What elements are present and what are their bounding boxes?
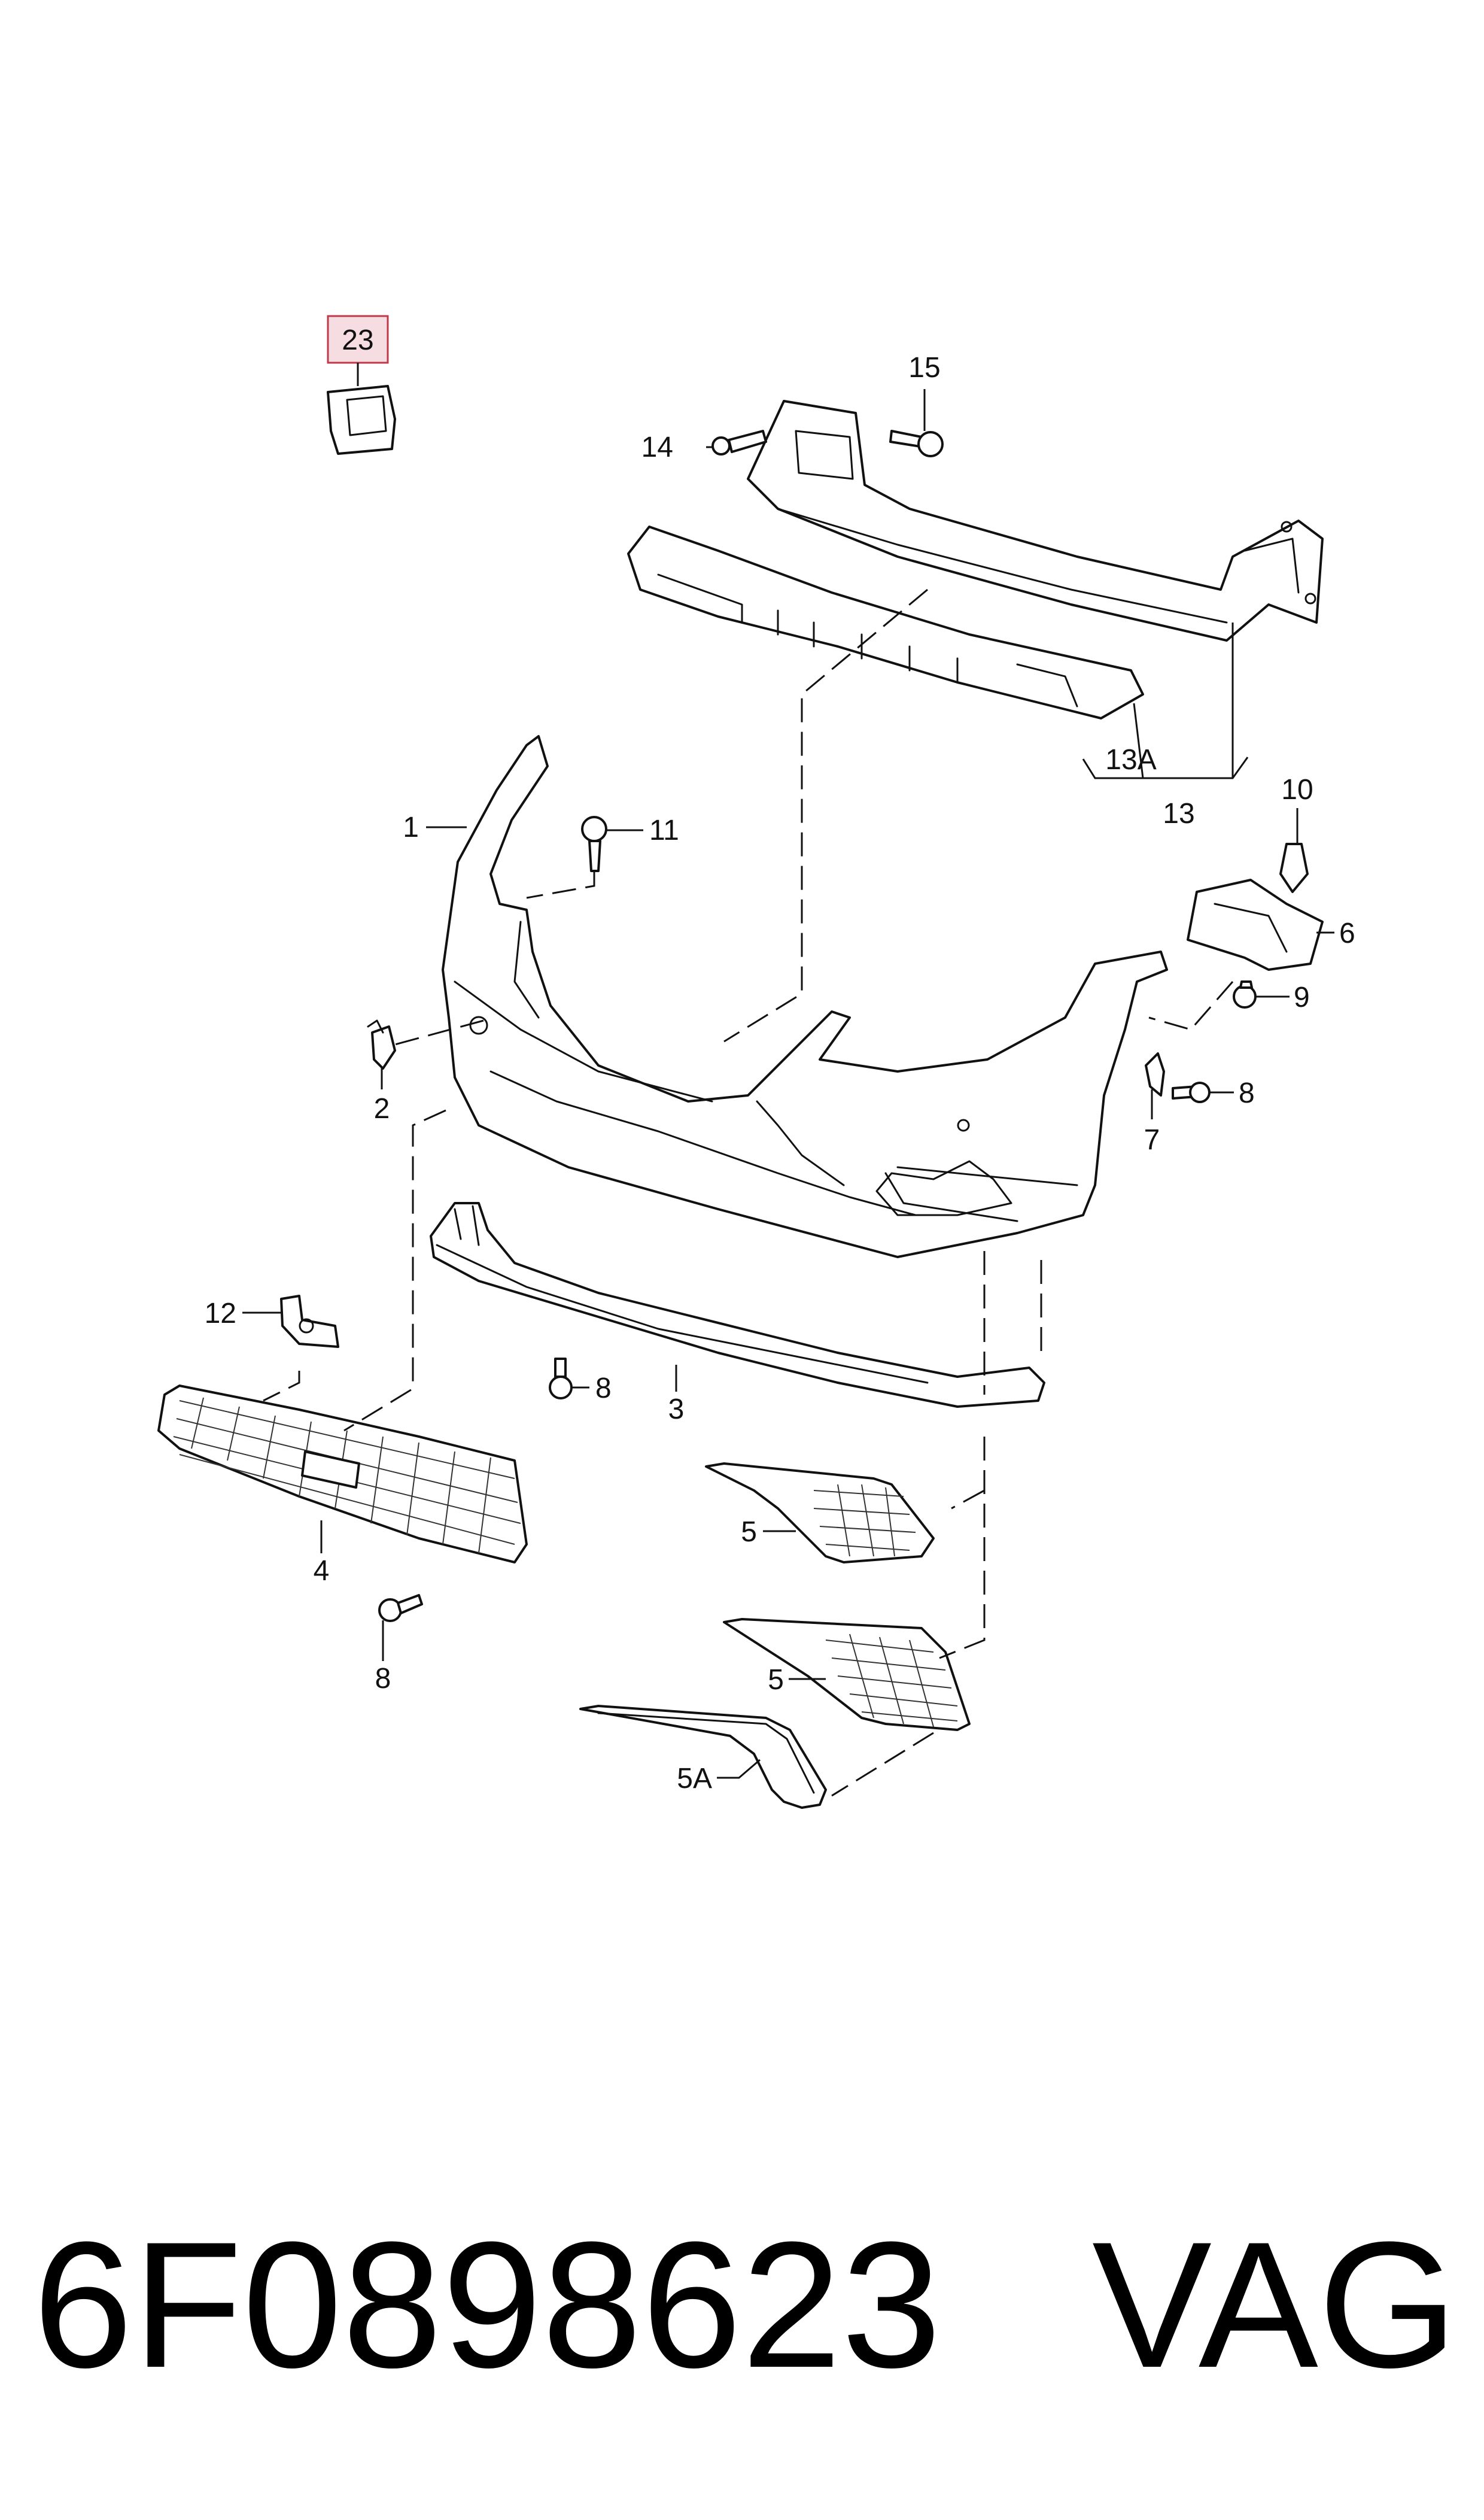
part-7-retainer [1145, 1052, 1165, 1097]
callout-14[interactable]: 14 [641, 432, 673, 463]
part-6-bracket [1187, 879, 1324, 971]
callout-6[interactable]: 6 [1339, 918, 1355, 949]
part-3-spoiler [430, 1202, 1045, 1408]
callout-labels: 15 14 13A 13 10 1 11 6 9 2 8 7 12 8 3 4 … [205, 352, 1355, 1795]
callout-10[interactable]: 10 [1281, 774, 1313, 806]
callout-2[interactable]: 2 [374, 1093, 390, 1125]
part-2-clip [367, 1019, 396, 1070]
part-5A-trim [579, 1705, 827, 1809]
part-number: 6F0898623 [33, 2204, 942, 2405]
callout-7[interactable]: 7 [1144, 1124, 1160, 1156]
callout-5-lower[interactable]: 5 [768, 1664, 784, 1696]
callout-4[interactable]: 4 [314, 1555, 330, 1587]
part-12-bracket [280, 1295, 339, 1348]
brand-label: VAG [1092, 2204, 1458, 2405]
callout-13[interactable]: 13 [1163, 798, 1194, 830]
part-13-impact-beam [747, 400, 1324, 642]
callout-1[interactable]: 1 [403, 812, 419, 843]
part-5-fog-cover-lower [723, 1618, 971, 1731]
screw-8-center [549, 1358, 573, 1399]
part-1-bumper-cover [442, 735, 1168, 1258]
screw-11 [581, 816, 607, 872]
screw-9 [1233, 980, 1257, 1009]
callout-13A[interactable]: 13A [1105, 744, 1156, 776]
part-5-fog-cover-upper [705, 1462, 935, 1563]
part-10-clip [1279, 843, 1309, 893]
callout-8-center[interactable]: 8 [595, 1373, 612, 1404]
callout-23-box[interactable] [327, 315, 389, 364]
part-13A-absorber [627, 526, 1144, 719]
screw-14 [711, 430, 767, 456]
callout-11[interactable]: 11 [649, 815, 679, 846]
screw-8-left [378, 1594, 423, 1622]
assembly-lines [263, 588, 1234, 1797]
callout-8-left[interactable]: 8 [375, 1663, 391, 1695]
leaders [242, 389, 1334, 1779]
screw-15 [889, 430, 944, 457]
screw-8-right [1172, 1082, 1211, 1103]
callout-23: 23 [342, 324, 373, 356]
callout-12[interactable]: 12 [205, 1298, 236, 1329]
callout-8-right[interactable]: 8 [1239, 1077, 1255, 1109]
callout-15[interactable]: 15 [908, 352, 940, 384]
callout-9[interactable]: 9 [1294, 982, 1310, 1013]
part-23-cap [327, 385, 396, 455]
callout-3[interactable]: 3 [668, 1393, 685, 1425]
callout-5A[interactable]: 5A [677, 1763, 712, 1795]
callout-5-upper[interactable]: 5 [741, 1516, 757, 1548]
part-4-grille [157, 1385, 528, 1563]
